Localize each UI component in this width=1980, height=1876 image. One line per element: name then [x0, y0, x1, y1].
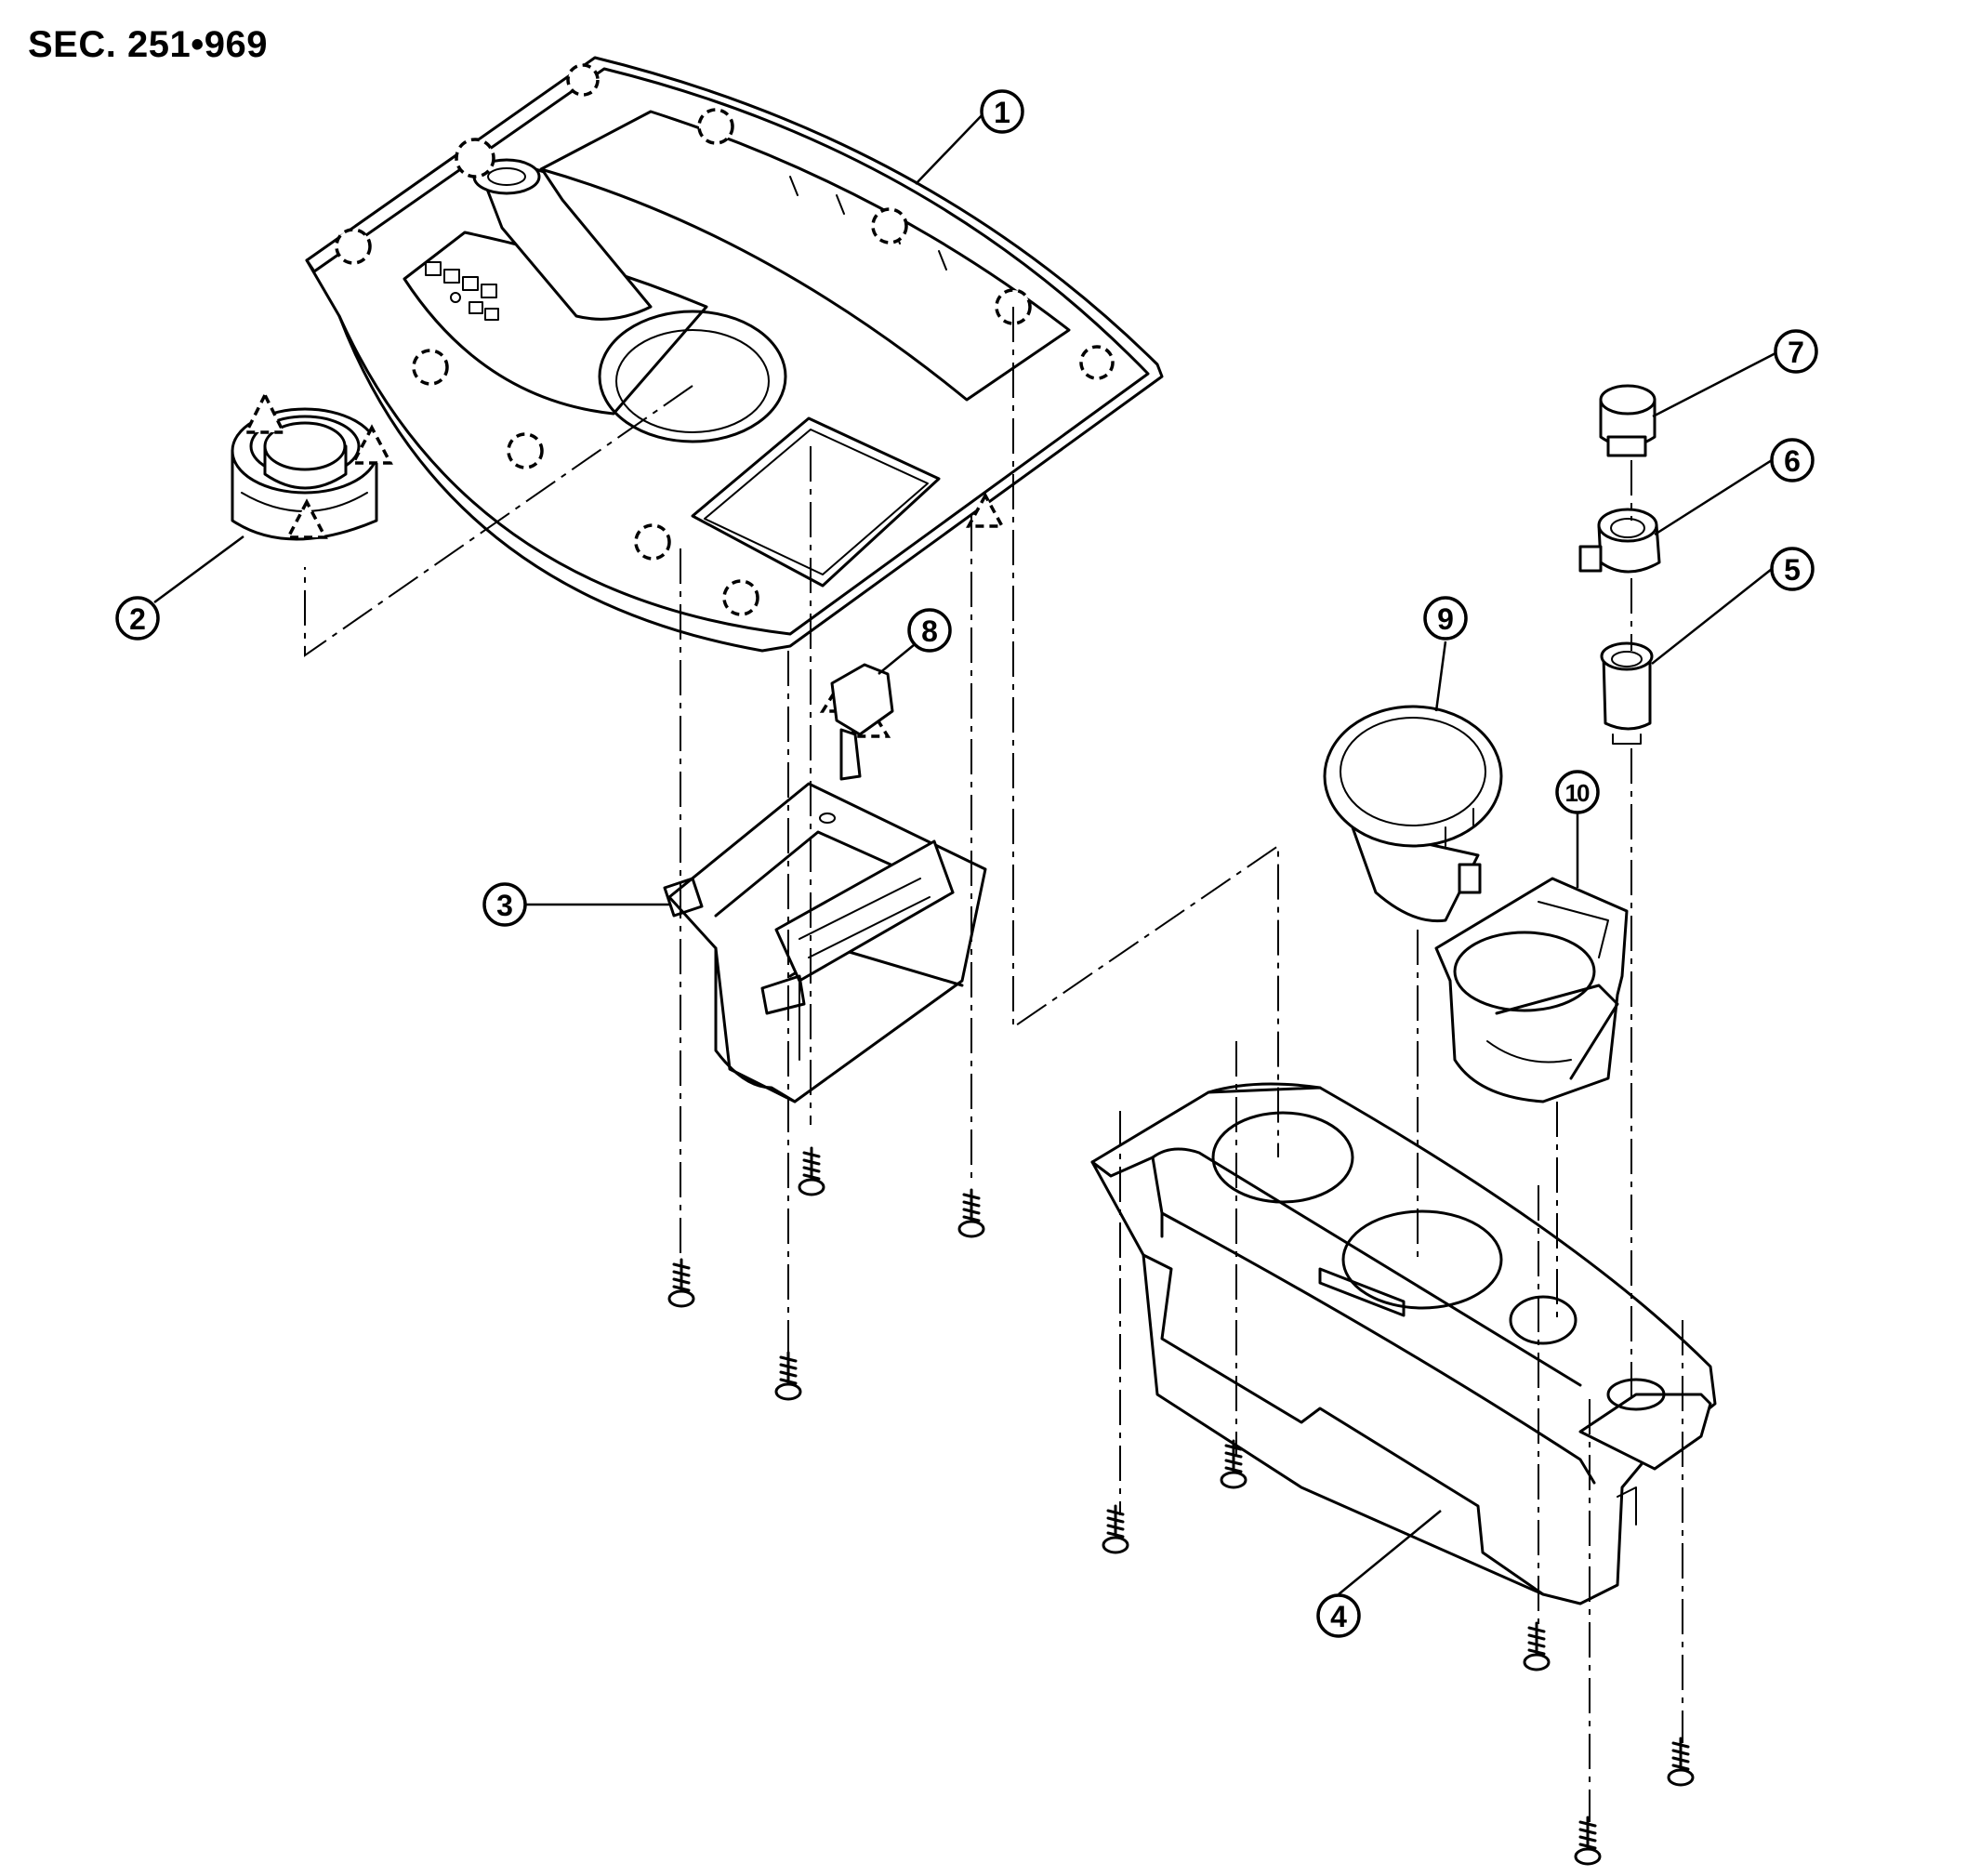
console-box-bracket	[663, 782, 987, 1103]
connector-part	[830, 663, 894, 781]
cup-holder-insert	[1323, 705, 1503, 923]
screw-icon	[798, 1146, 825, 1196]
callout-2-label: 2	[129, 602, 146, 636]
screw-icon	[1220, 1439, 1247, 1489]
screws	[667, 1146, 1695, 1866]
screw-icon	[774, 1351, 802, 1401]
callout-8: 8	[907, 608, 952, 653]
callout-7: 7	[1774, 329, 1818, 374]
callout-1: 1	[980, 89, 1024, 134]
switch-pack	[425, 261, 499, 321]
callout-6: 6	[1770, 438, 1815, 482]
callout-1-label: 1	[994, 96, 1010, 129]
center-lines	[304, 307, 1683, 1822]
socket-ring	[1578, 508, 1661, 574]
callout-4-label: 4	[1330, 1600, 1347, 1633]
callout-10-label: 10	[1565, 779, 1590, 807]
callout-5-label: 5	[1784, 553, 1801, 587]
screw-icon	[1574, 1816, 1602, 1866]
console-finisher-panel	[305, 56, 1164, 653]
callout-9-label: 9	[1437, 602, 1454, 636]
callout-5: 5	[1770, 547, 1815, 591]
callout-9: 9	[1423, 596, 1468, 641]
callout-10: 10	[1555, 770, 1600, 814]
callout-7-label: 7	[1788, 336, 1804, 369]
callout-2: 2	[115, 596, 160, 641]
callout-8-label: 8	[921, 614, 938, 648]
screw-icon	[1667, 1737, 1695, 1787]
screw-icon	[957, 1188, 985, 1238]
callout-4: 4	[1316, 1593, 1361, 1638]
callout-3-label: 3	[496, 889, 513, 922]
cap-part	[1599, 384, 1657, 457]
screw-icon	[667, 1258, 695, 1308]
screw-icon	[1102, 1504, 1129, 1554]
console-body	[1090, 1082, 1717, 1605]
callout-3: 3	[482, 882, 527, 927]
socket-body	[1600, 641, 1654, 745]
screw-icon	[1523, 1621, 1551, 1671]
cup-holder-insert-small	[1434, 877, 1629, 1103]
section-code: SEC. 251•969	[28, 24, 268, 65]
callout-6-label: 6	[1784, 444, 1801, 478]
leader-lines	[153, 111, 1776, 1595]
clip-locations	[335, 63, 1115, 616]
